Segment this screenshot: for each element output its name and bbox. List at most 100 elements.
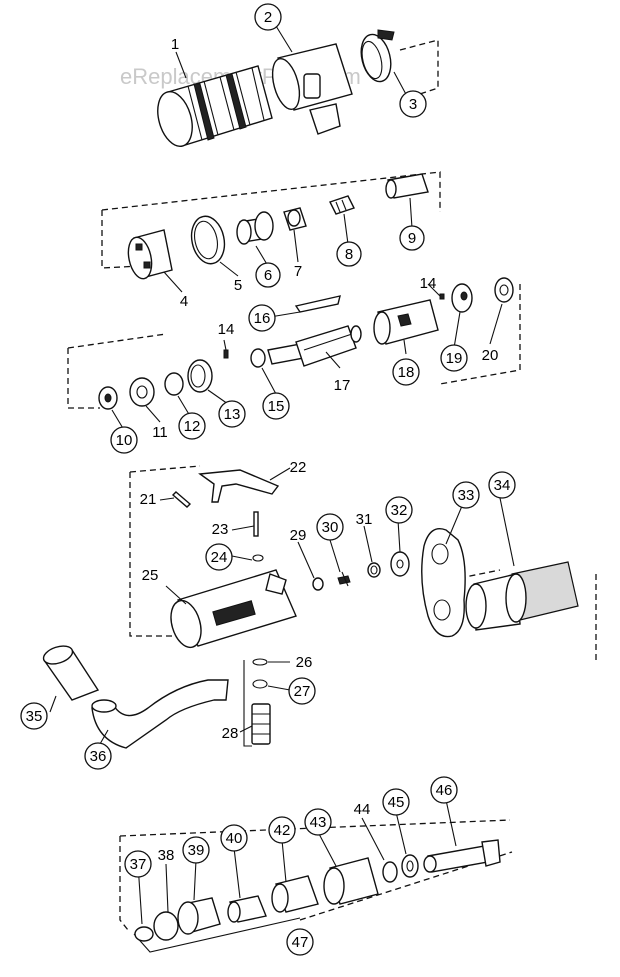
part-10-bearing <box>98 386 118 410</box>
callout-14-left: 14 <box>218 321 235 338</box>
callout-24: 24 <box>205 543 233 571</box>
callout-45: 45 <box>382 788 410 816</box>
svg-text:40: 40 <box>226 830 243 847</box>
svg-text:9: 9 <box>408 230 416 247</box>
callout-32: 32 <box>385 496 413 524</box>
callout-19: 19 <box>440 344 468 372</box>
part-14-pin-left <box>223 349 229 359</box>
callout-35: 35 <box>20 702 48 730</box>
callout-10: 10 <box>110 426 138 454</box>
part-8-spline-shaft <box>329 195 355 215</box>
callout-23: 23 <box>212 521 229 538</box>
svg-text:4: 4 <box>180 293 188 310</box>
svg-text:28: 28 <box>222 725 239 742</box>
svg-text:42: 42 <box>274 822 291 839</box>
svg-text:45: 45 <box>388 794 405 811</box>
svg-text:2: 2 <box>264 9 272 26</box>
svg-text:22: 22 <box>290 459 307 476</box>
group-inlet-assembly <box>119 819 513 953</box>
part-13-end-plate <box>187 359 213 393</box>
part-26-o-ring <box>252 658 268 666</box>
svg-text:8: 8 <box>345 246 353 263</box>
part-3-hose-clamp <box>360 29 395 83</box>
svg-text:18: 18 <box>398 364 415 381</box>
part-43-cap <box>323 857 379 905</box>
svg-text:26: 26 <box>296 654 313 671</box>
svg-text:34: 34 <box>494 477 511 494</box>
callout-28: 28 <box>222 725 239 742</box>
part-12-ring <box>164 372 184 396</box>
part-14-pin-right <box>439 293 445 300</box>
svg-text:25: 25 <box>142 567 159 584</box>
part-44-ring <box>382 861 398 883</box>
part-9-sleeve <box>385 173 429 199</box>
callout-17: 17 <box>334 377 351 394</box>
svg-text:30: 30 <box>322 519 339 536</box>
part-23-pin <box>253 511 259 537</box>
part-34-muffler <box>465 561 579 631</box>
part-22-throttle-lever <box>198 469 280 503</box>
svg-text:24: 24 <box>211 549 228 566</box>
part-33-gasket <box>421 528 466 638</box>
callout-37: 37 <box>124 850 152 878</box>
group-front-housing <box>101 171 441 280</box>
part-15-washer <box>250 348 266 368</box>
callout-7: 7 <box>294 263 302 280</box>
part-36-exhaust-pipe <box>91 679 229 749</box>
callout-6: 6 <box>255 262 281 288</box>
callout-47: 47 <box>286 928 314 956</box>
svg-text:32: 32 <box>391 502 408 519</box>
callout-42: 42 <box>268 816 296 844</box>
callout-13: 13 <box>218 400 246 428</box>
part-42-sleeve <box>271 875 319 913</box>
svg-text:13: 13 <box>224 406 241 423</box>
svg-text:19: 19 <box>446 350 463 367</box>
part-18-cylinder <box>373 299 439 345</box>
svg-text:43: 43 <box>310 814 327 831</box>
svg-text:7: 7 <box>294 263 302 280</box>
callout-34: 34 <box>488 471 516 499</box>
svg-text:47: 47 <box>292 934 309 951</box>
callout-46: 46 <box>430 776 458 804</box>
part-1-ribbed-hose <box>157 65 273 147</box>
part-27-o-ring <box>252 679 268 689</box>
svg-text:14: 14 <box>218 321 235 338</box>
callout-1: 1 <box>171 36 179 53</box>
part-30-valve <box>337 571 351 587</box>
callout-3: 3 <box>399 90 427 118</box>
part-29-washer <box>312 577 324 591</box>
part-11-bearing <box>129 377 155 407</box>
svg-text:37: 37 <box>130 856 147 873</box>
callout-27: 27 <box>288 677 316 705</box>
callout-9: 9 <box>399 225 425 251</box>
part-17-rotor <box>267 325 362 367</box>
part-32-washer <box>390 551 410 577</box>
svg-text:21: 21 <box>140 491 157 508</box>
svg-text:23: 23 <box>212 521 229 538</box>
callout-30: 30 <box>316 513 344 541</box>
callout-15: 15 <box>262 392 290 420</box>
part-21-pin <box>171 491 192 508</box>
part-5-ring <box>190 215 226 265</box>
svg-text:15: 15 <box>268 398 285 415</box>
svg-text:11: 11 <box>152 424 168 441</box>
callout-20: 20 <box>482 347 499 364</box>
callout-14-right: 14 <box>420 275 437 292</box>
callout-12: 12 <box>178 412 206 440</box>
callout-29: 29 <box>290 527 307 544</box>
part-4-end-cap <box>127 229 173 280</box>
part-40-sleeve <box>227 895 267 923</box>
callout-2: 2 <box>254 3 282 31</box>
svg-text:36: 36 <box>90 748 107 765</box>
svg-text:27: 27 <box>294 683 311 700</box>
part-7-nut <box>283 207 307 231</box>
callout-4: 4 <box>180 293 188 310</box>
svg-text:5: 5 <box>234 277 242 294</box>
part-24-spring <box>252 554 264 562</box>
callout-16: 16 <box>248 304 276 332</box>
part-35-exhaust-hose <box>42 645 100 701</box>
callout-21: 21 <box>140 491 157 508</box>
svg-text:29: 29 <box>290 527 307 544</box>
part-6-bushing <box>236 211 274 245</box>
part-19-end-plate <box>451 283 473 313</box>
